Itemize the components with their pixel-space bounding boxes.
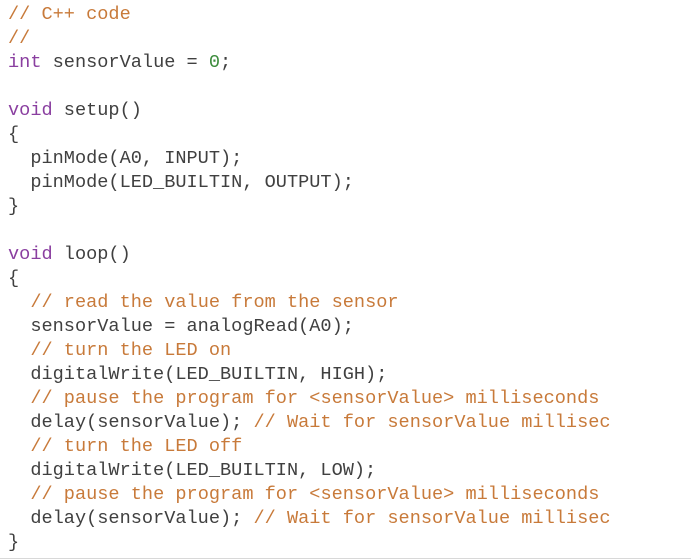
code-line[interactable]: pinMode(A0, INPUT); — [8, 147, 611, 171]
code-token-plain: ; — [220, 52, 232, 73]
code-line[interactable]: delay(sensorValue); // Wait for sensorVa… — [8, 507, 611, 531]
code-line[interactable]: int sensorValue = 0; — [8, 51, 611, 75]
code-line[interactable]: { — [8, 267, 611, 291]
code-token-number: 0 — [208, 52, 221, 73]
code-token-keyword: int — [8, 52, 42, 73]
code-line[interactable]: { — [8, 123, 611, 147]
code-line[interactable]: // turn the LED on — [8, 339, 611, 363]
code-token-comment: // — [8, 28, 31, 49]
code-line[interactable]: // turn the LED off — [8, 435, 611, 459]
code-token-plain: pinMode(LED_BUILTIN, OUTPUT); — [8, 172, 354, 193]
code-token-plain — [8, 484, 30, 505]
code-token-plain: sensorValue = analogRead(A0); — [8, 316, 354, 337]
code-token-plain — [8, 340, 30, 361]
code-token-plain: } — [8, 532, 20, 553]
code-text-area[interactable]: // C++ code//int sensorValue = 0; void s… — [8, 3, 611, 555]
code-token-plain — [8, 292, 30, 313]
code-token-comment: // turn the LED off — [30, 436, 243, 457]
code-token-keyword: void — [8, 244, 53, 265]
code-token-comment: // pause the program for <sensorValue> m… — [30, 484, 600, 505]
code-line[interactable]: digitalWrite(LED_BUILTIN, LOW); — [8, 459, 611, 483]
code-line[interactable]: pinMode(LED_BUILTIN, OUTPUT); — [8, 171, 611, 195]
code-line[interactable]: void loop() — [8, 243, 611, 267]
code-line[interactable]: } — [8, 531, 611, 555]
code-token-plain: loop() — [52, 244, 131, 265]
code-token-plain: pinMode(A0, INPUT); — [8, 148, 243, 169]
code-token-plain: } — [8, 196, 20, 217]
code-line[interactable]: delay(sensorValue); // Wait for sensorVa… — [8, 411, 611, 435]
code-token-plain: digitalWrite(LED_BUILTIN, LOW); — [8, 460, 377, 481]
code-token-comment: // C++ code — [8, 4, 131, 25]
code-line[interactable] — [8, 75, 611, 99]
code-line[interactable] — [8, 219, 611, 243]
code-token-comment: // Wait for sensorValue millisec — [253, 508, 611, 529]
code-line[interactable]: // pause the program for <sensorValue> m… — [8, 483, 611, 507]
code-token-plain: digitalWrite(LED_BUILTIN, HIGH); — [8, 364, 388, 385]
code-line[interactable]: sensorValue = analogRead(A0); — [8, 315, 611, 339]
code-token-keyword: void — [8, 100, 53, 121]
code-token-comment: // Wait for sensorValue millisec — [253, 412, 611, 433]
code-token-comment: // turn the LED on — [30, 340, 232, 361]
code-token-plain: { — [8, 124, 20, 145]
code-line[interactable]: // pause the program for <sensorValue> m… — [8, 387, 611, 411]
code-token-comment: // pause the program for <sensorValue> m… — [30, 388, 600, 409]
code-token-plain — [8, 436, 30, 457]
code-token-plain: { — [8, 268, 20, 289]
code-line[interactable]: } — [8, 195, 611, 219]
code-line[interactable]: // read the value from the sensor — [8, 291, 611, 315]
code-token-plain: delay(sensorValue); — [8, 412, 254, 433]
code-line[interactable]: // — [8, 27, 611, 51]
code-line[interactable]: // C++ code — [8, 3, 611, 27]
code-line[interactable]: void setup() — [8, 99, 611, 123]
code-token-plain: sensorValue = — [41, 52, 209, 73]
code-line[interactable]: digitalWrite(LED_BUILTIN, HIGH); — [8, 363, 611, 387]
code-token-plain — [8, 388, 30, 409]
code-token-comment: // read the value from the sensor — [30, 292, 399, 313]
code-token-plain: delay(sensorValue); — [8, 508, 254, 529]
code-token-plain: setup() — [52, 100, 142, 121]
